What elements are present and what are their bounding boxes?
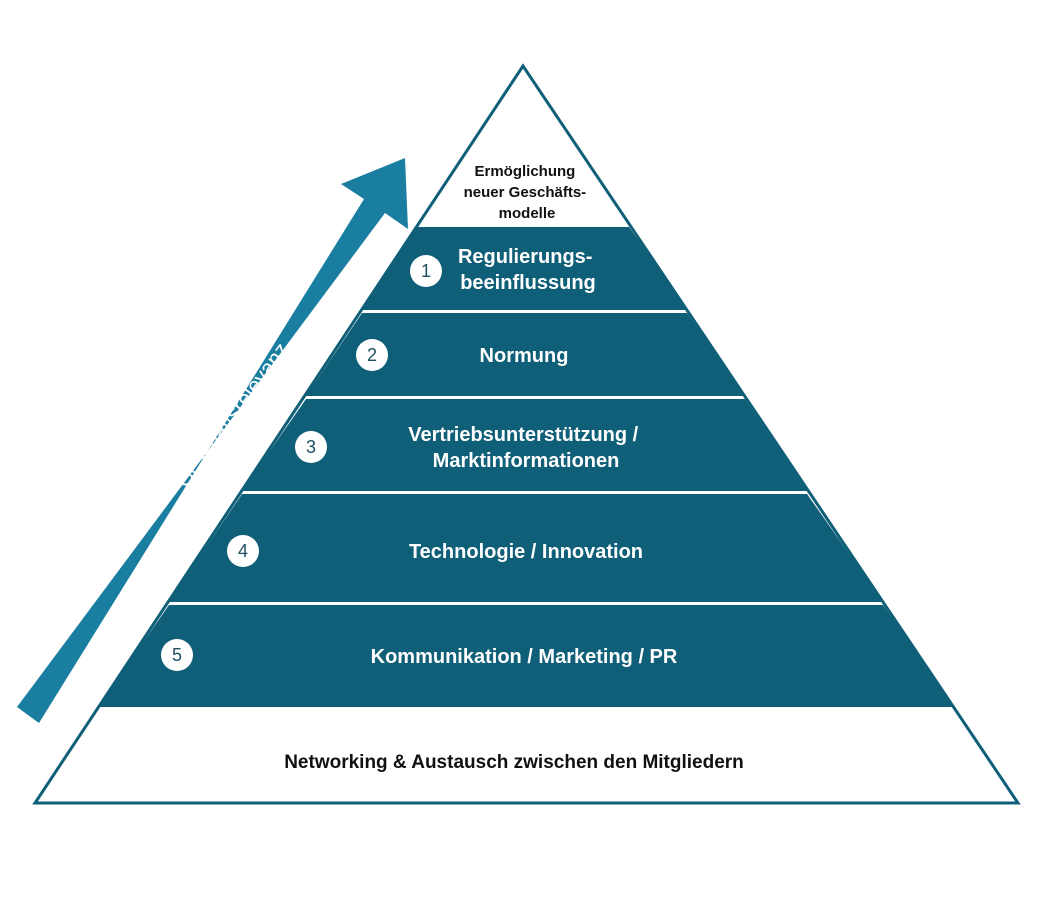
level-label-1-line-1: Regulierungs- <box>458 246 592 268</box>
level-number-5: 5 <box>172 645 182 665</box>
level-band-3 <box>242 399 807 491</box>
level-number-badge-1 <box>410 255 442 287</box>
level-label-4-line-1: Technologie / Innovation <box>409 541 643 563</box>
level-label-3: Vertriebsunterstützung / Marktinformatio… <box>408 424 644 472</box>
level-number-badge-5 <box>161 639 193 671</box>
level-number-4: 4 <box>238 541 248 561</box>
level-band-1 <box>362 227 687 310</box>
level-label-2: Normung <box>480 345 569 367</box>
level-label-3-line-1: Vertriebsunterstützung / <box>408 424 638 446</box>
level-number-badge-2 <box>356 339 388 371</box>
level-label-1: Regulierungs- beeinflussung <box>458 246 598 294</box>
level-label-5-line-1: Kommunikation / Marketing / PR <box>371 646 678 668</box>
level-number-2: 2 <box>367 345 377 365</box>
level-band-5 <box>98 605 955 707</box>
level-label-2-line-1: Normung <box>480 345 569 367</box>
relevance-arrow <box>17 158 408 723</box>
level-number-1: 1 <box>421 261 431 281</box>
level-band-2 <box>306 313 745 396</box>
level-band-4 <box>169 494 883 602</box>
level-number-badge-4 <box>227 535 259 567</box>
level-number-3: 3 <box>306 437 316 457</box>
apex-label: Ermöglichung neuer Geschäfts- modelle <box>464 163 591 222</box>
apex-label-line-2: neuer Geschäfts- <box>464 184 587 201</box>
apex-label-line-3: modelle <box>499 205 556 222</box>
apex-label-line-1: Ermöglichung <box>474 163 575 180</box>
level-label-1-line-2: beeinflussung <box>460 272 596 294</box>
level-label-3-line-2: Marktinformationen <box>433 450 620 472</box>
base-label: Networking & Austausch zwischen den Mitg… <box>284 752 744 773</box>
level-label-4: Technologie / Innovation <box>409 541 643 563</box>
level-label-5: Kommunikation / Marketing / PR <box>371 646 678 668</box>
level-number-badge-3 <box>295 431 327 463</box>
